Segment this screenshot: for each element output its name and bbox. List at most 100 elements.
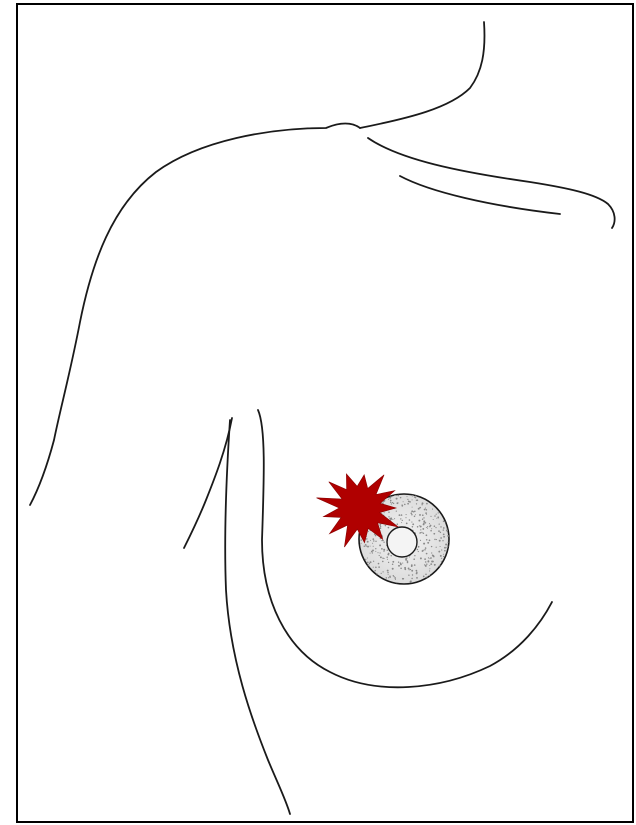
stipple-dot xyxy=(414,497,415,498)
stipple-dot xyxy=(372,543,373,544)
stipple-dot xyxy=(426,553,428,555)
stipple-dot xyxy=(444,550,446,552)
stipple-dot xyxy=(436,518,437,519)
stipple-dot xyxy=(404,504,406,506)
stipple-dot xyxy=(425,547,427,549)
stipple-dot xyxy=(388,499,389,500)
stipple-dot xyxy=(370,561,372,563)
stipple-dot xyxy=(410,569,411,570)
stipple-dot xyxy=(443,527,445,529)
stipple-dot xyxy=(388,572,389,573)
stipple-dot xyxy=(445,521,446,522)
stipple-dot xyxy=(389,576,391,578)
stipple-dot xyxy=(447,535,449,537)
stipple-dot xyxy=(380,552,381,553)
stipple-dot xyxy=(382,540,383,541)
stipple-dot xyxy=(407,503,409,505)
stipple-dot xyxy=(415,514,416,515)
stipple-dot xyxy=(392,519,393,520)
stipple-dot xyxy=(410,581,412,583)
stipple-dot xyxy=(429,565,430,566)
stipple-dot xyxy=(416,570,418,572)
stipple-dot xyxy=(433,519,434,520)
stipple-dot xyxy=(441,561,442,562)
stipple-dot xyxy=(427,542,429,544)
stipple-dot xyxy=(361,543,362,544)
stipple-dot xyxy=(443,556,444,557)
shoulder-top-line xyxy=(368,138,615,228)
stipple-dot xyxy=(387,570,389,572)
stipple-dot xyxy=(441,558,442,559)
stipple-dot xyxy=(381,548,383,550)
stipple-dot xyxy=(432,555,433,556)
stipple-dot xyxy=(426,514,427,515)
stipple-dot xyxy=(414,510,416,512)
shoulder-arm-contour xyxy=(30,124,360,506)
stipple-dot xyxy=(426,503,428,505)
stipple-dot xyxy=(417,499,419,501)
stipple-dot xyxy=(426,527,427,528)
stipple-dot xyxy=(430,557,432,559)
stipple-dot xyxy=(435,527,436,528)
stipple-dot xyxy=(375,551,376,552)
stipple-dot xyxy=(440,532,441,533)
stipple-dot xyxy=(429,570,430,571)
stipple-dot xyxy=(400,518,401,519)
stipple-dot xyxy=(412,526,414,528)
stipple-dot xyxy=(380,526,381,527)
stipple-dot xyxy=(378,566,380,568)
stipple-dot xyxy=(434,515,436,517)
stipple-dot xyxy=(423,533,425,535)
stipple-dot xyxy=(411,564,413,566)
stipple-dot xyxy=(425,574,427,576)
stipple-dot xyxy=(425,561,426,562)
stipple-dot xyxy=(400,562,402,564)
stipple-dot xyxy=(375,567,377,569)
stipple-dot xyxy=(419,514,421,516)
stipple-dot xyxy=(391,503,392,504)
stipple-dot xyxy=(425,522,427,524)
stipple-dot xyxy=(429,568,430,569)
stipple-dot xyxy=(411,510,413,512)
stipple-dot xyxy=(424,509,426,511)
stipple-dot xyxy=(423,522,424,523)
stipple-dot xyxy=(410,512,412,514)
stipple-dot xyxy=(434,525,436,527)
stipple-dot xyxy=(394,576,395,577)
stipple-dot xyxy=(447,542,448,543)
stipple-dot xyxy=(417,526,419,528)
stipple-dot xyxy=(398,561,399,562)
stipple-dot xyxy=(398,565,400,567)
stipple-dot xyxy=(373,540,374,541)
stipple-dot xyxy=(412,507,413,508)
stipple-dot xyxy=(422,519,423,520)
stipple-dot xyxy=(436,539,437,540)
stipple-dot xyxy=(409,501,411,503)
stipple-dot xyxy=(428,557,429,558)
clavicle-line xyxy=(400,176,560,214)
stipple-dot xyxy=(402,578,404,580)
stipple-dot xyxy=(433,533,435,535)
stipple-dot xyxy=(440,555,442,557)
stipple-dot xyxy=(368,564,370,566)
stipple-dot xyxy=(382,561,384,563)
stipple-dot xyxy=(446,530,448,532)
stipple-dot xyxy=(400,568,402,570)
stipple-dot xyxy=(367,541,369,543)
stipple-dot xyxy=(403,501,404,502)
stipple-dot xyxy=(382,557,383,558)
stipple-dot xyxy=(382,571,383,572)
stipple-dot xyxy=(436,547,437,548)
stipple-dot xyxy=(370,553,371,554)
stipple-dot xyxy=(419,532,421,534)
stipple-dot xyxy=(388,577,389,578)
stipple-dot xyxy=(418,546,420,548)
stipple-dot xyxy=(396,498,398,500)
stipple-dot xyxy=(364,545,365,546)
stipple-dot xyxy=(430,563,432,565)
stipple-dot xyxy=(420,557,422,559)
stipple-dot xyxy=(446,528,447,529)
stipple-dot xyxy=(431,552,432,553)
stipple-dot xyxy=(424,558,426,560)
stipple-dot xyxy=(430,516,431,517)
